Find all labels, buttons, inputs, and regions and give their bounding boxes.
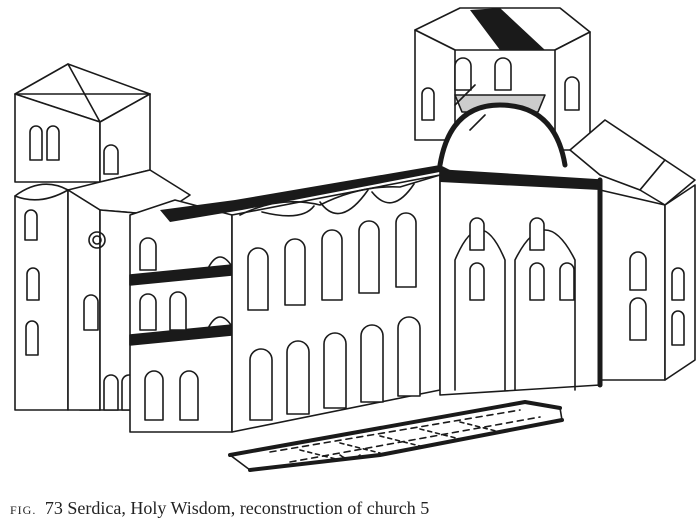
figure-number: 73 — [44, 498, 63, 518]
aisle-cutaway — [129, 199, 233, 433]
nave-section — [160, 165, 450, 433]
dome-tower — [414, 7, 591, 168]
church-cutaway-illustration — [14, 7, 696, 472]
figure-caption: FIG. 73 Serdica, Holy Wisdom, reconstruc… — [10, 498, 690, 522]
crossing-cutaway — [439, 169, 603, 396]
figure-label: FIG. — [10, 503, 37, 517]
left-tower — [14, 63, 151, 183]
floor-plan — [228, 400, 564, 472]
right-transept — [569, 119, 696, 381]
figure-caption-text: Serdica, Holy Wisdom, reconstruction of … — [67, 498, 430, 518]
